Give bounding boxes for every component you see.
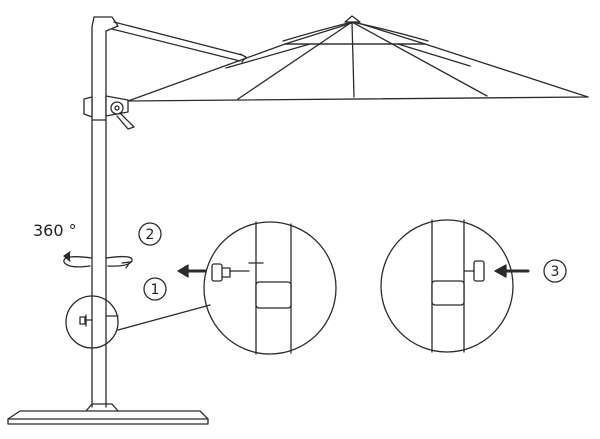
push-arrow-icon bbox=[494, 264, 530, 278]
step-2-label: 2 bbox=[146, 227, 155, 243]
pole-cap bbox=[91, 16, 119, 32]
step-3-circle bbox=[543, 259, 567, 283]
umbrella-canopy-icon bbox=[127, 15, 589, 102]
push-arrow-icon bbox=[177, 264, 207, 278]
arm-hinge bbox=[83, 95, 135, 130]
base-stand bbox=[7, 403, 209, 425]
umbrella-pole bbox=[91, 22, 107, 408]
step-2-circle bbox=[138, 222, 162, 246]
step-3-label: 3 bbox=[551, 264, 560, 280]
pole-knob bbox=[65, 295, 119, 349]
leader-line bbox=[117, 304, 211, 331]
support-arm bbox=[111, 21, 247, 63]
step-1-circle bbox=[143, 277, 167, 301]
step-1-label: 1 bbox=[151, 282, 160, 298]
rotation-label: 360 ° bbox=[33, 221, 77, 240]
rotate-arrows-icon bbox=[63, 251, 133, 269]
magnified-view-3 bbox=[380, 219, 514, 353]
magnified-view-1 bbox=[203, 221, 337, 355]
